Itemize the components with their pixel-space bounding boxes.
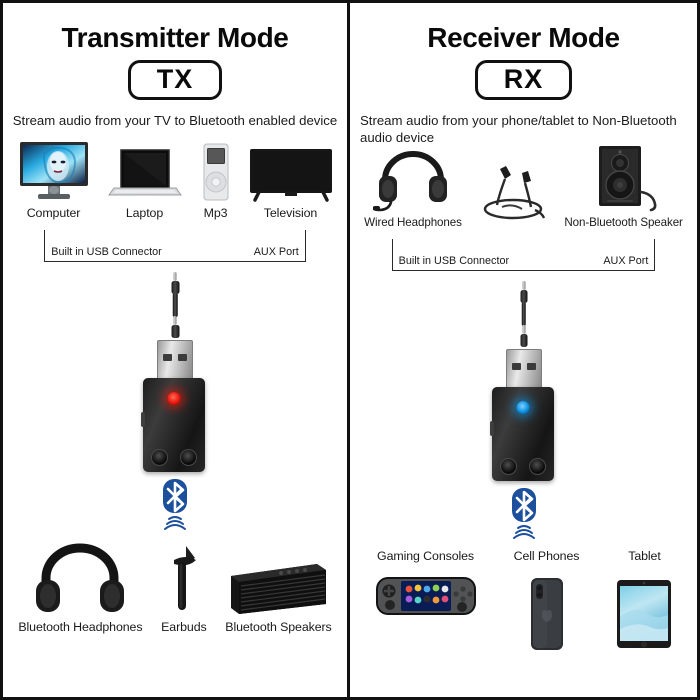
mode-switch-button[interactable] [141,412,145,428]
source-device-label: Non-Bluetooth Speaker [564,216,683,230]
usb-connector-icon [157,340,193,381]
transmitter-source-device-row: Computer Laptop [3,142,347,220]
receiver-adapter-assembly [350,281,697,482]
tx-badge: TX [127,60,223,101]
mode-switch-button[interactable] [489,421,494,437]
wired-earbuds-icon [478,163,548,225]
bluetooth-adapter-dongle [489,349,556,482]
target-device-label: Bluetooth Speakers [225,620,332,635]
source-device-label: Television [263,206,318,221]
transmitter-port-bracket: Built in USB Connector AUX Port [3,226,347,270]
aux-port-label: AUX Port [253,246,299,259]
aux-jack-left [499,458,517,476]
usb-connector-label: Built in USB Connector [398,255,510,268]
laptop-icon [107,146,183,202]
bluetooth-signal-icon [157,478,193,534]
status-led-blue [516,401,529,415]
receiver-port-bracket: Built in USB Connector AUX Port [350,235,697,279]
source-device-label: Computer [26,206,81,221]
bookshelf-speaker-icon [583,144,665,212]
receiver-mode-panel: Receiver Mode RX Stream audio from your … [350,3,697,697]
source-device-computer: Computer [18,140,90,220]
source-device-mp3: Mp3 [200,142,232,220]
target-device-label: Cell Phones [513,549,580,564]
bluetooth-signal-icon [506,487,542,543]
mp3-player-icon [200,142,232,202]
source-device-wired-earbuds [478,163,548,229]
cable-line [172,293,178,318]
target-device-label: Tablet [628,549,661,564]
source-device-laptop: Laptop [107,146,183,220]
transmitter-mode-panel: Transmitter Mode TX Stream audio from yo… [3,3,350,697]
receiver-source-device-row: Wired Headphones [350,146,697,229]
rx-badge: RX [474,60,573,101]
aux-jack-left [151,449,168,467]
target-device-label: Earbuds [161,620,207,635]
source-device-television: Television [249,148,333,220]
receiver-subtitle: Stream audio from your phone/tablet to N… [360,113,677,146]
target-device-bt-speakers: Bluetooth Speakers [225,556,332,635]
transmitter-badge-wrap: TX [3,60,347,101]
dongle-body [141,378,205,473]
earbud-icon [164,542,204,616]
smartphone-icon [527,577,567,651]
bt-speaker-icon [225,556,331,616]
aux-cable-icon [511,281,537,348]
status-led-red [167,392,181,406]
tablet-icon [616,579,672,649]
bracket-shape: Built in USB Connector AUX Port [391,239,656,272]
receiver-badge-wrap: RX [350,60,697,101]
aux-plug-top [520,281,528,304]
target-device-bt-headphones: Bluetooth Headphones [18,542,143,635]
aux-jack-right [180,449,197,467]
transmitter-subtitle: Stream audio from your TV to Bluetooth e… [12,113,338,129]
monitor-icon [18,140,90,202]
transmitter-target-device-row: Bluetooth Headphones Earbuds [3,542,347,634]
dongle-body [489,387,554,482]
source-device-non-bt-speaker: Non-Bluetooth Speaker [564,144,683,230]
transmitter-mode-title: Transmitter Mode [61,22,289,53]
bracket-shape: Built in USB Connector AUX Port [44,230,306,263]
aux-plug-bottom [171,316,179,339]
bt-headphones-icon [34,542,126,616]
target-device-earbuds: Earbuds [161,542,207,635]
television-icon [249,148,333,202]
transmitter-adapter-assembly [3,272,347,473]
target-device-label: Gaming Consoles [377,549,475,564]
bluetooth-adapter-dongle [141,340,207,473]
usb-connector-icon [505,349,542,390]
receiver-mode-title: Receiver Mode [427,22,620,53]
cable-line [521,302,526,327]
aux-plug-top [171,272,179,295]
source-device-wired-headphones: Wired Headphones [364,150,462,229]
target-device-label: Bluetooth Headphones [18,620,143,635]
source-device-label: Mp3 [203,206,228,221]
target-device-tablet: Tablet [616,549,672,649]
source-device-label: Laptop [125,206,164,221]
aux-port-label: AUX Port [603,255,649,268]
source-device-label: Wired Headphones [364,216,462,230]
handheld-console-icon [375,571,477,621]
target-device-gaming-console: Gaming Consoles [375,549,477,621]
transmitter-bluetooth-mark [3,478,347,534]
aux-jack-right [528,458,546,476]
aux-cable-icon [162,272,188,339]
receiver-bluetooth-mark [350,487,697,543]
usb-connector-label: Built in USB Connector [51,246,162,259]
aux-plug-bottom [520,325,528,348]
receiver-target-device-row: Gaming Consoles [350,549,697,651]
wired-headphones-icon [372,150,453,212]
target-device-cell-phone: Cell Phones [513,549,580,651]
